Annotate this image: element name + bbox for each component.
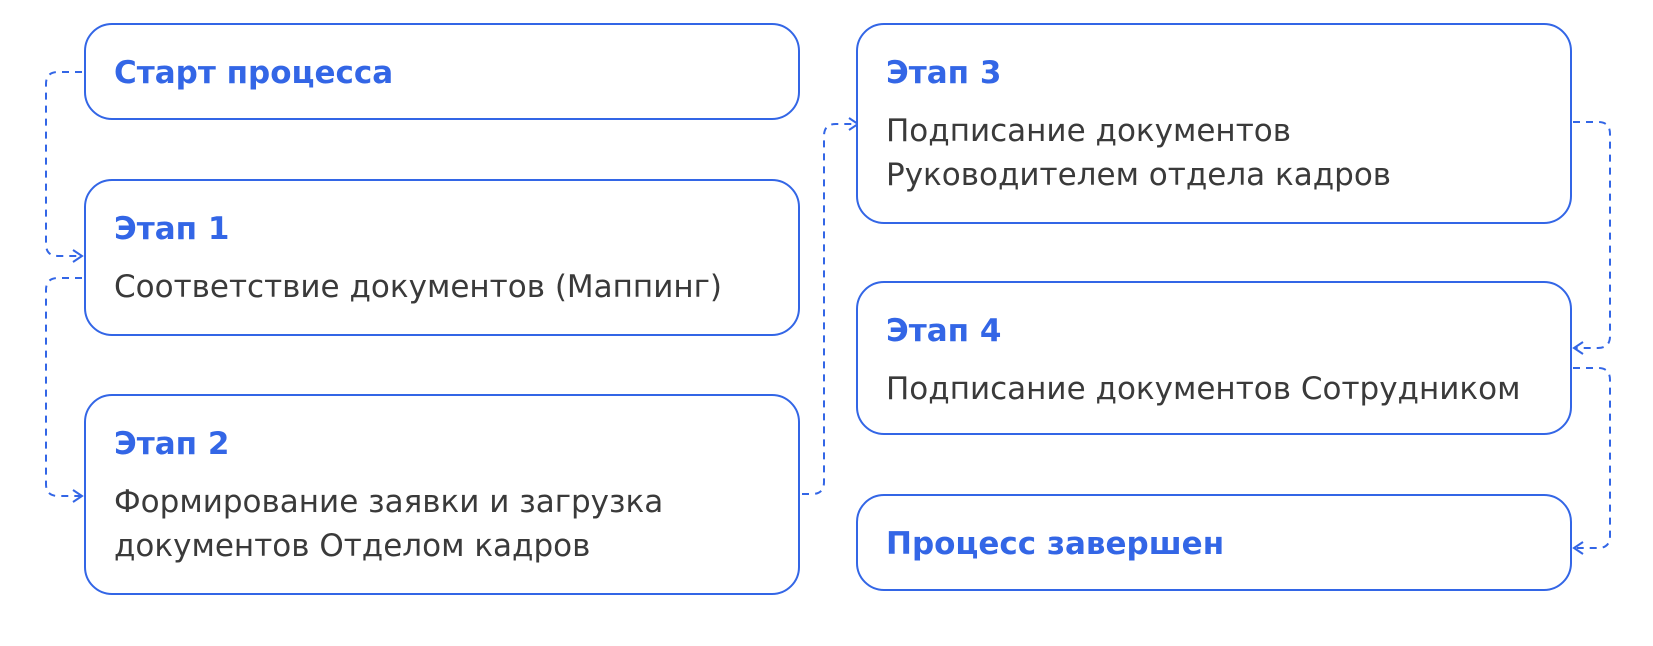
stage-2-title: Этап 2 <box>114 426 230 462</box>
stage-2-line-2: документов Отделом кадров <box>114 528 591 564</box>
stage-2-line-1: Формирование заявки и загрузка <box>114 484 664 520</box>
stage-4-line-1: Подписание документов Сотрудником <box>886 371 1521 407</box>
connector-stage-2-to-stage-3 <box>802 117 860 495</box>
stage-1-line-1: Соответствие документов (Маппинг) <box>114 269 722 305</box>
connector-start-to-stage-1 <box>45 71 84 263</box>
stage-1-title: Этап 1 <box>114 211 230 247</box>
stage-3-line-2: Руководителем отдела кадров <box>886 157 1392 193</box>
stage-3-title: Этап 3 <box>886 55 1002 91</box>
stage-4-node: Этап 4 Подписание документов Сотрудником <box>856 281 1572 435</box>
connector-stage-1-to-stage-2 <box>45 277 84 503</box>
connector-stage-3-to-stage-4 <box>1572 121 1611 355</box>
stage-1-node: Этап 1 Соответствие документов (Маппинг) <box>84 179 800 336</box>
end-node: Процесс завершен <box>856 494 1572 591</box>
end-label: Процесс завершен <box>886 526 1225 562</box>
stage-2-node: Этап 2 Формирование заявки и загрузка до… <box>84 394 800 595</box>
start-node: Старт процесса <box>84 23 800 120</box>
stage-3-line-1: Подписание документов <box>886 113 1291 149</box>
start-label: Старт процесса <box>114 55 394 91</box>
connector-stage-4-to-end <box>1572 367 1611 555</box>
stage-3-node: Этап 3 Подписание документов Руководител… <box>856 23 1572 224</box>
stage-4-title: Этап 4 <box>886 313 1002 349</box>
